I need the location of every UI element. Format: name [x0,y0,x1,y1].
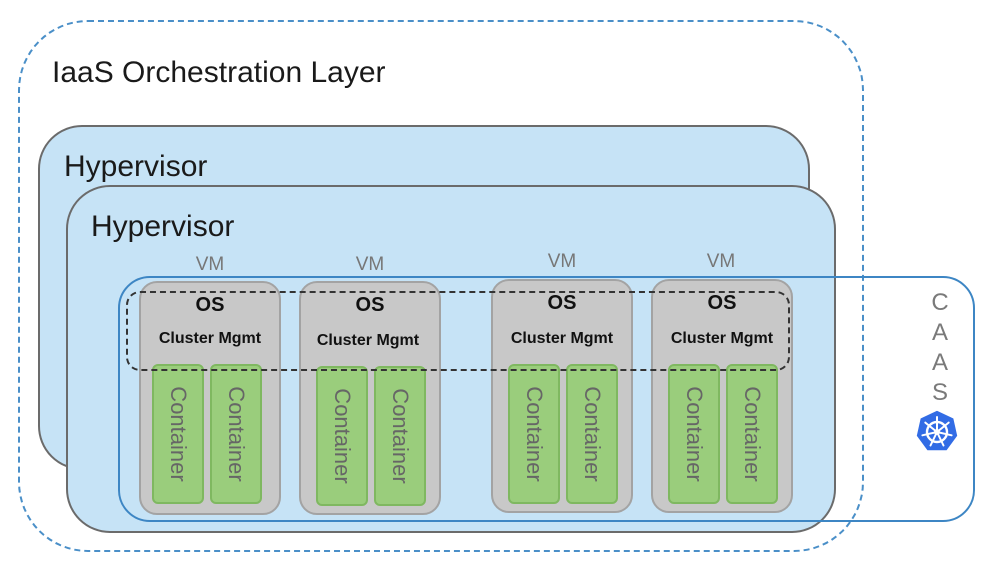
hypervisor-back-title: Hypervisor [64,150,208,183]
caas-label: C A A S [925,288,955,408]
caas-letter: A [931,349,948,376]
container: Container [668,364,720,504]
vm-label: VM [547,251,577,272]
iaas-title: IaaS Orchestration Layer [52,56,386,89]
cluster-mgmt-label: Cluster Mgmt [510,330,614,347]
container: Container [566,364,618,504]
container: Container [316,366,368,506]
vm-label: VM [706,251,736,272]
kubernetes-helm-icon [915,409,959,452]
container: Container [152,364,204,504]
os-label: OS [707,292,737,314]
cluster-mgmt-label: Cluster Mgmt [670,330,774,347]
os-label: OS [547,292,577,314]
os-label: OS [355,294,385,316]
cluster-mgmt-outline [126,291,790,371]
vm-label: VM [195,254,225,275]
caas-layer [118,276,975,522]
cluster-mgmt-label: Cluster Mgmt [316,332,420,349]
container: Container [210,364,262,504]
container: Container [508,364,560,504]
vm-label: VM [355,254,385,275]
caas-letter: C [931,289,949,316]
caas-letter: A [931,319,948,346]
os-label: OS [195,294,225,316]
hypervisor-front-title: Hypervisor [91,210,235,243]
cluster-mgmt-label: Cluster Mgmt [158,330,262,347]
caas-letter: S [931,379,948,406]
container: Container [374,366,426,506]
container: Container [726,364,778,504]
